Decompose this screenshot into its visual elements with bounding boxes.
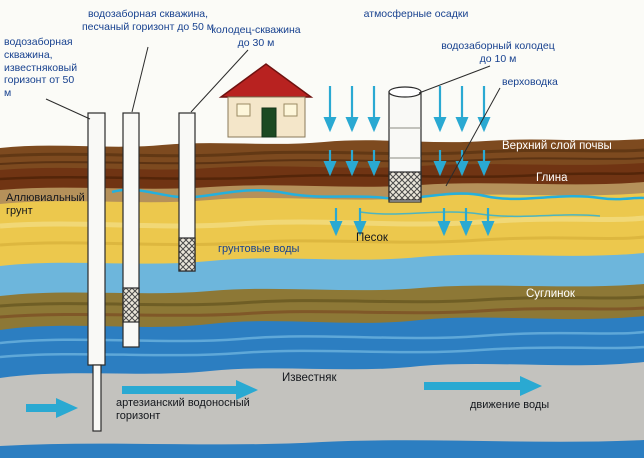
label-precipitation: атмосферные осадки <box>363 8 469 20</box>
house-window <box>283 103 298 117</box>
label-well-sand: водозаборная скважина, песчаный горизонт… <box>82 8 214 33</box>
label-sand: Песок <box>356 232 388 244</box>
house <box>218 63 314 138</box>
label-groundwater: грунтовые воды <box>218 243 300 255</box>
label-alluvial: Аллювиальный грунт <box>6 192 85 218</box>
label-well-borehole: колодец-скважина до 30 м <box>211 24 301 49</box>
label-artesian: артезианский водоносный горизонт <box>116 397 250 423</box>
label-perched-water: верховодка <box>502 76 558 88</box>
label-loam: Суглинок <box>526 288 575 300</box>
layer-bottom-water <box>0 440 644 458</box>
house-door <box>261 107 277 138</box>
well-borehole <box>178 112 196 272</box>
water-flow-arrows <box>26 376 542 418</box>
well-sand <box>122 112 140 348</box>
house-roof <box>218 63 314 98</box>
label-well-limestone: водозаборная скважина, известняковый гор… <box>4 36 78 100</box>
leader-lines <box>45 46 501 187</box>
label-water-movement: движение воды <box>470 399 550 411</box>
label-topsoil: Верхний слой почвы <box>502 140 612 152</box>
infiltration-arrows <box>323 150 495 237</box>
label-intake-well: водозаборный колодец до 10 м <box>441 40 555 65</box>
house-window <box>236 103 251 117</box>
label-clay: Глина <box>536 172 568 184</box>
precipitation-arrows <box>323 86 491 133</box>
intake-well <box>388 86 422 203</box>
label-limestone: Известняк <box>282 372 337 384</box>
well-limestone <box>87 112 106 432</box>
